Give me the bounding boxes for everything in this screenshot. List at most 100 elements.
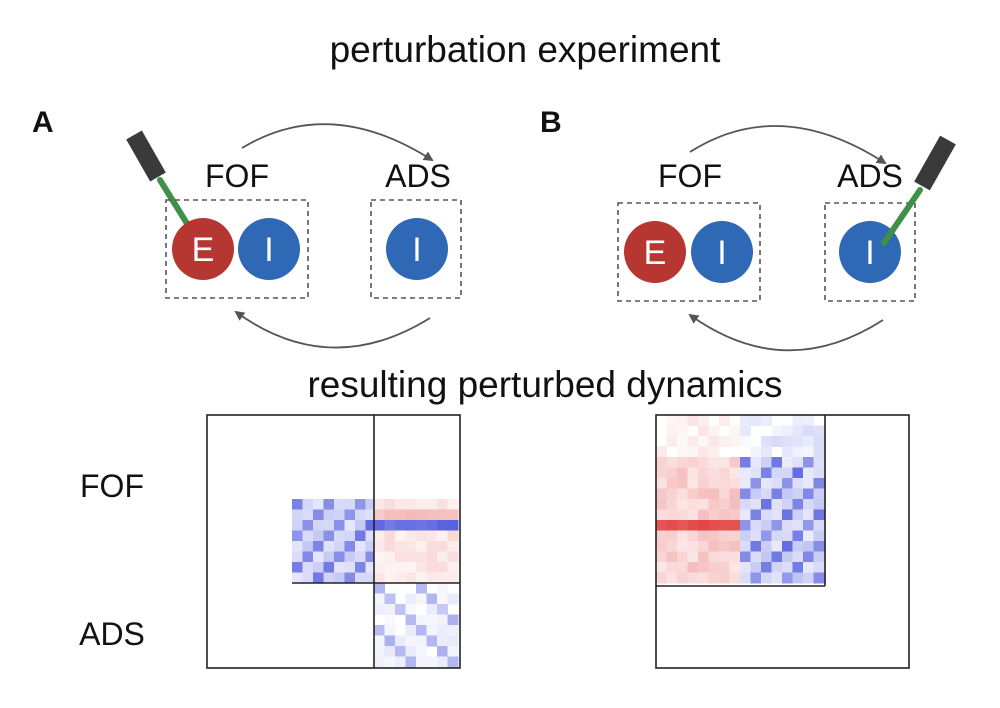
heatmap-cell (426, 499, 438, 510)
heatmap-cell (323, 520, 335, 531)
heatmap-cell (313, 530, 324, 542)
heatmap-cell (447, 541, 459, 552)
heatmap-cell (405, 625, 417, 636)
heatmap-cell (405, 520, 417, 531)
heatmap-cell (803, 551, 814, 563)
heatmap-cell (426, 509, 438, 521)
heatmap-cell (447, 551, 459, 563)
heatmap-cell (771, 562, 783, 573)
heatmap-cell (395, 635, 406, 647)
heatmap-cell (447, 499, 459, 510)
heatmap-cell (437, 551, 448, 563)
panel-b-left-region-box (617, 202, 761, 302)
heatmap-cell (416, 541, 427, 552)
heatmap-cell (708, 541, 720, 552)
heatmap-cell (687, 562, 699, 573)
panel-a-excitatory-cell (172, 218, 234, 280)
heatmap-cell (334, 509, 345, 521)
heatmap-cell (656, 457, 667, 468)
heatmap-cell (740, 530, 751, 542)
heatmap-cell (761, 530, 772, 542)
heatmap-cell (426, 635, 438, 647)
heatmap-cell (782, 562, 793, 573)
heatmap-cell (719, 530, 730, 542)
matrix-a-frame (206, 414, 461, 669)
heatmap-cell (813, 562, 825, 573)
heatmap-cell (782, 446, 793, 458)
heatmap-cell (698, 478, 709, 489)
heatmap-cell (395, 509, 406, 521)
heatmap-cell (405, 562, 417, 573)
heatmap-cell (334, 551, 345, 563)
heatmap-cell (729, 467, 741, 479)
heatmap-cell (708, 509, 720, 521)
heatmap-cell (803, 415, 814, 426)
heatmap-cell (426, 530, 438, 542)
heatmap-cell (302, 562, 314, 573)
heatmap-cell (698, 499, 709, 510)
heatmap-cell (761, 562, 772, 573)
heatmap-cell (729, 457, 741, 468)
panel-a-inhibitory-cell (238, 218, 300, 280)
heatmap-cell (792, 551, 804, 563)
heatmap-cell (761, 436, 772, 447)
panel-b-letter: B (540, 106, 562, 139)
heatmap-cell (740, 562, 751, 573)
heatmap-cell (803, 562, 814, 573)
heatmap-cell (729, 478, 741, 489)
heatmap-cell (355, 520, 366, 531)
heatmap-cell (677, 457, 688, 468)
heatmap-cell (782, 530, 793, 542)
heatmap-cell (761, 415, 772, 426)
heatmap-cell (750, 541, 762, 552)
heatmap-cell (384, 562, 396, 573)
heatmap-cell (344, 530, 356, 542)
heatmap-cell (344, 509, 356, 521)
heatmap-cell (729, 488, 741, 500)
heatmap-cell (384, 635, 396, 647)
heatmap-cell (803, 530, 814, 542)
panel-a-right-region-box (370, 199, 462, 299)
heatmap-cell (677, 551, 688, 563)
heatmap-cell (771, 541, 783, 552)
heatmap-cell (447, 646, 459, 657)
heatmap-cell (761, 499, 772, 510)
heatmap-cell (355, 551, 366, 563)
heatmap-cell (447, 530, 459, 542)
heatmap-cell (813, 488, 825, 500)
heatmap-cell (761, 551, 772, 563)
heatmap-cell (437, 562, 448, 573)
heatmap-cell (750, 572, 762, 584)
heatmap-cell (666, 425, 678, 437)
heatmap-cell (334, 499, 345, 510)
heatmap-cell (656, 478, 667, 489)
heatmap-cell (761, 520, 772, 531)
heatmap-cell (803, 425, 814, 437)
heatmap-cell (677, 478, 688, 489)
heatmap-cell (405, 530, 417, 542)
heatmap-cell (384, 509, 396, 521)
heatmap-cell (374, 520, 385, 531)
heatmap-cell (792, 562, 804, 573)
heatmap-cell (384, 614, 396, 626)
heatmap-cell (677, 425, 688, 437)
heatmap-cell (687, 572, 699, 584)
heatmap-cell (813, 499, 825, 510)
heatmap-cell (447, 635, 459, 647)
heatmap-cell (447, 625, 459, 636)
heatmap-cell (302, 509, 314, 521)
heatmap-cell (437, 509, 448, 521)
heatmap-cell (719, 457, 730, 468)
panel-b-inhibitory-label: I (717, 234, 726, 272)
heatmap-cell (416, 530, 427, 542)
panel-a-left-region-box (165, 199, 309, 299)
heatmap-cell (334, 572, 345, 584)
heatmap-cell (677, 562, 688, 573)
heatmap-cell (374, 562, 385, 573)
panel-b-inhibitory-cell (691, 221, 753, 283)
heatmap-cell (437, 635, 448, 647)
heatmap-cell (666, 467, 678, 479)
heatmap-cell (437, 572, 448, 584)
heatmap-cell (792, 530, 804, 542)
